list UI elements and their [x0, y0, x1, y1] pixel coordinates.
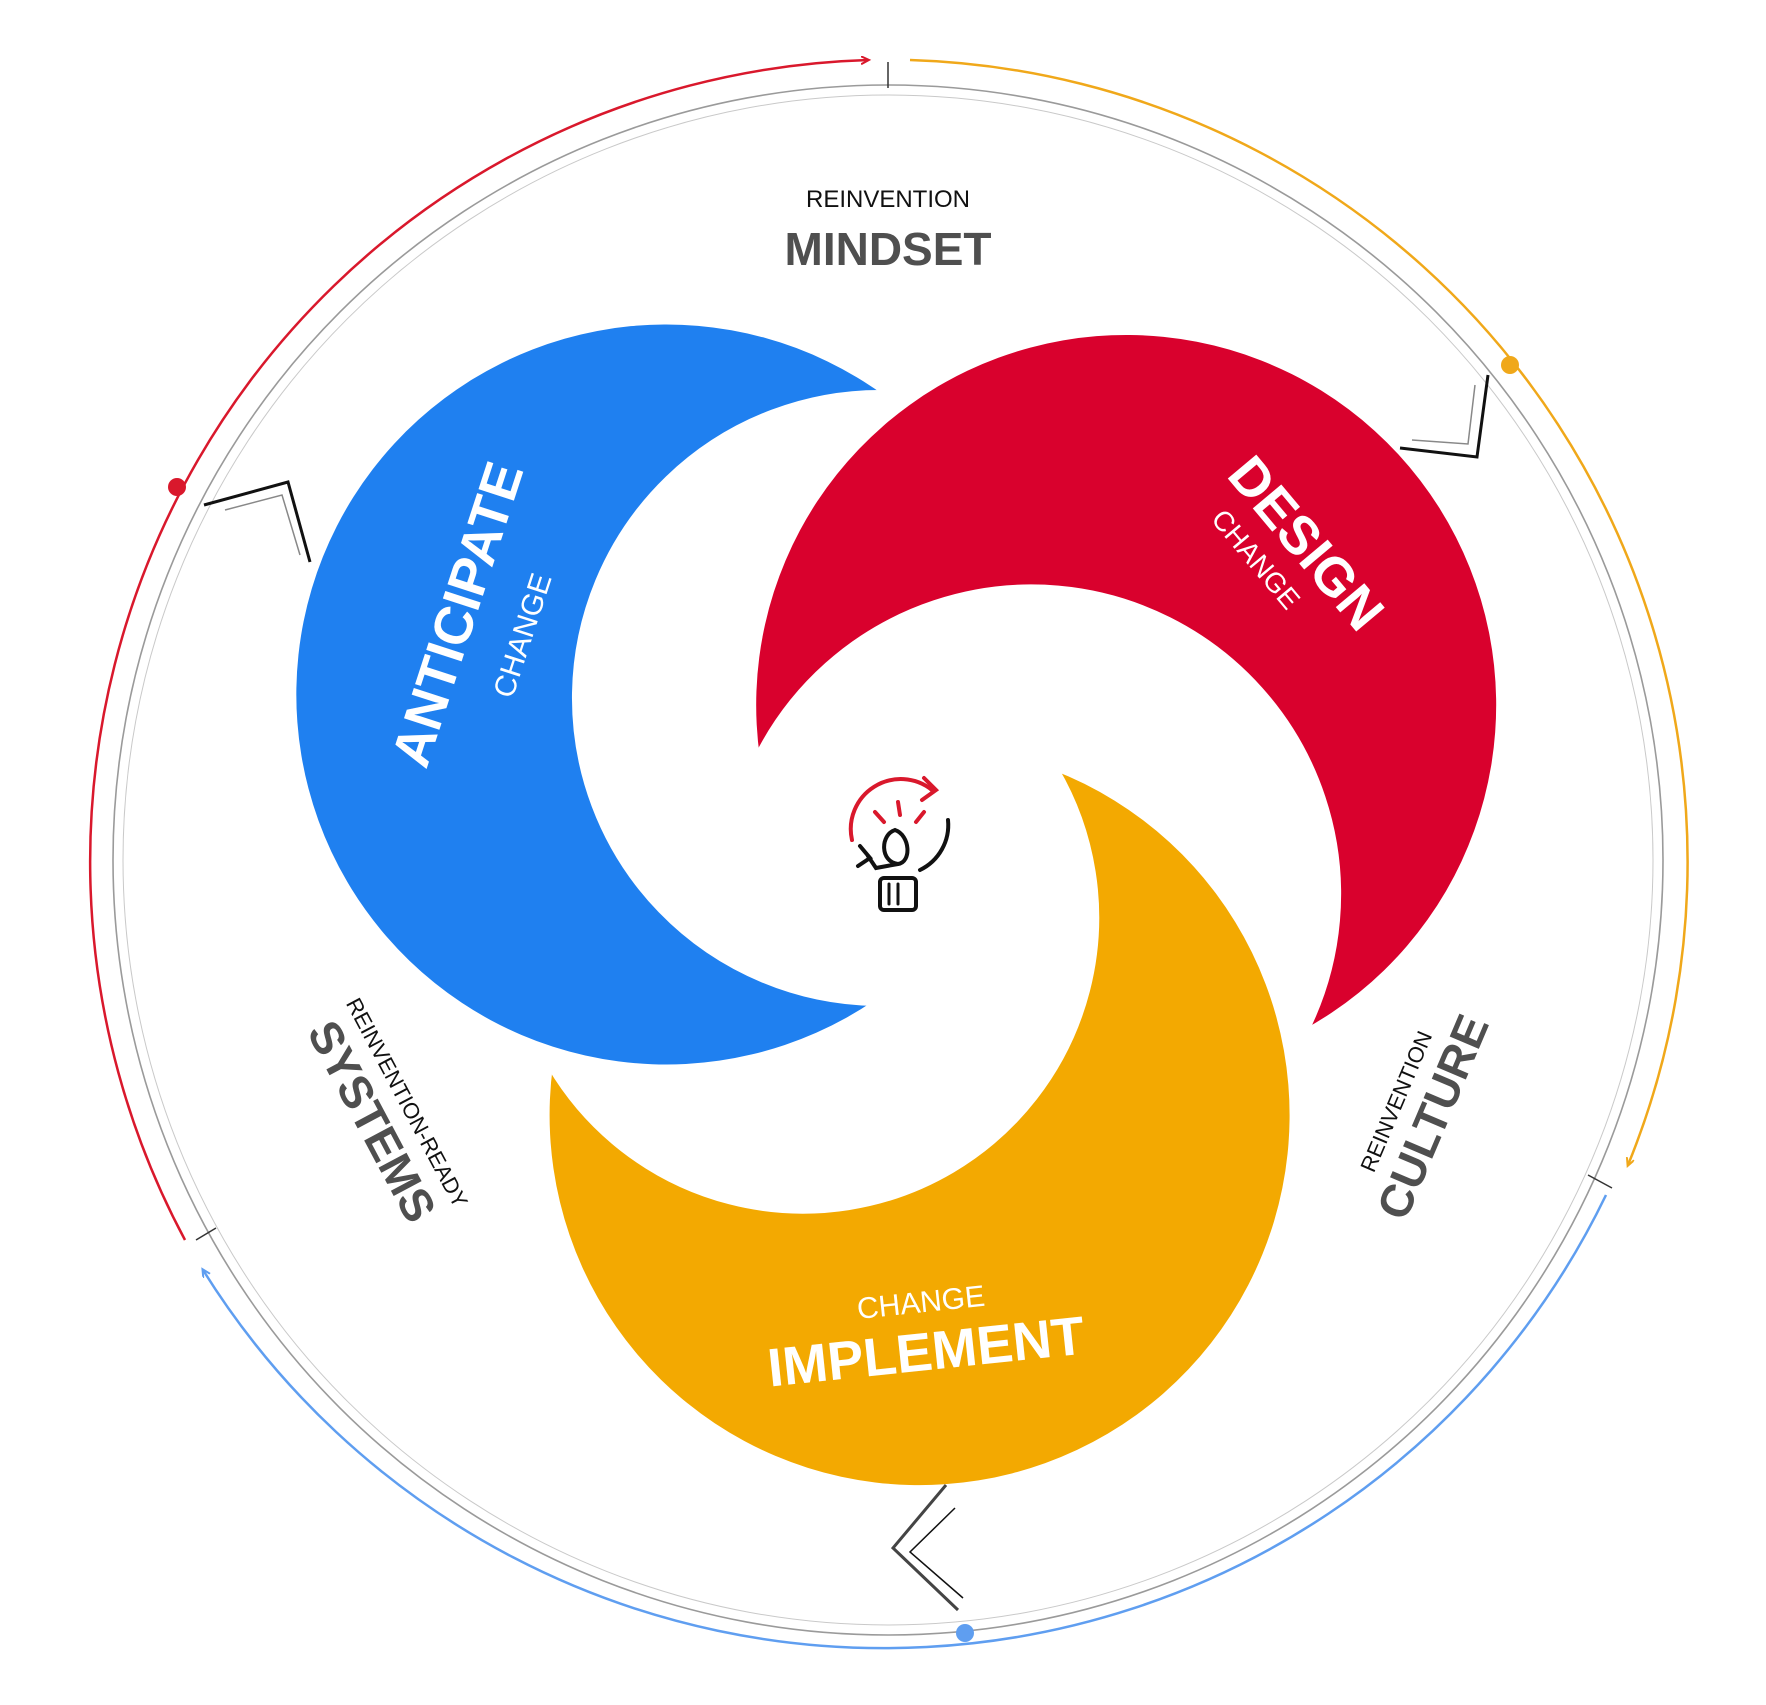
red-arc-dot — [168, 478, 186, 496]
mindset-title: MINDSET — [785, 223, 992, 275]
center-disc — [760, 722, 1020, 982]
culture-label-group: REINVENTION CULTURE — [1355, 1007, 1498, 1226]
design-lobe — [756, 334, 1497, 1031]
lobe-gap-1 — [572, 389, 886, 1006]
chevron-bottom — [890, 1484, 964, 1612]
ring-tick-right — [1587, 1174, 1613, 1189]
chevron-left-top — [203, 480, 312, 563]
lightbulb-cycle-icon — [848, 776, 951, 912]
chevron-right-top — [1399, 374, 1490, 459]
implement-lobe — [549, 770, 1290, 1486]
mindset-subtitle: REINVENTION — [806, 186, 970, 213]
yellow-cycle-arc — [909, 58, 1689, 1165]
red-cycle-arc — [88, 60, 868, 1241]
yellow-arc-dot — [1501, 356, 1519, 374]
blue-arc-dot — [956, 1624, 974, 1642]
anticipate-lobe — [296, 324, 885, 1065]
lobe-gap-3 — [547, 766, 1100, 1214]
outer-ring-inner — [122, 94, 1654, 1626]
lobe-gap-2 — [754, 584, 1342, 1033]
ring-tick-left — [195, 1227, 217, 1241]
systems-label-group: REINVENTION-READY SYSTEMS — [298, 994, 473, 1231]
blue-cycle-arc — [203, 1194, 1608, 1650]
